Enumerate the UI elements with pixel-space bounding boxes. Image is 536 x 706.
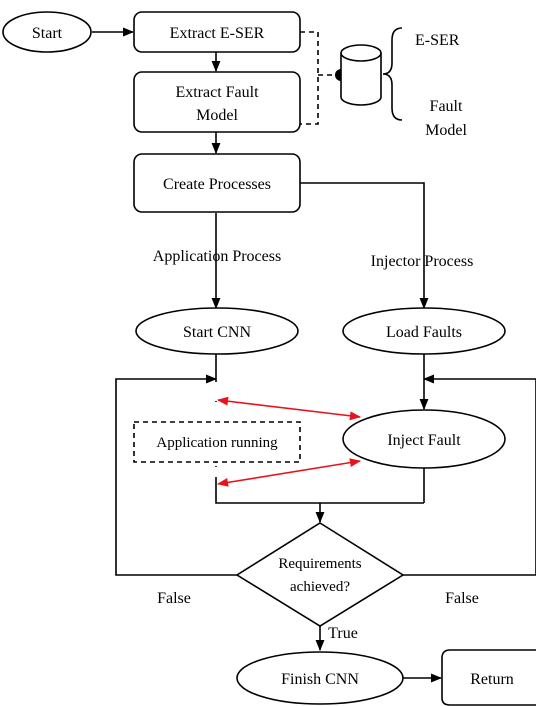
label-false-right: False: [445, 590, 479, 607]
svg-text:Inject Fault: Inject Fault: [387, 432, 461, 449]
node-extract-fault-model: Extract Fault Model: [133, 71, 301, 133]
svg-text:Requirements: Requirements: [278, 556, 361, 572]
svg-text:Create Processes: Create Processes: [163, 176, 271, 193]
node-requirements-decision: Requirements achieved?: [235, 522, 405, 627]
node-create-processes: Create Processes: [133, 153, 301, 213]
svg-text:Start CNN: Start CNN: [183, 324, 251, 341]
storage-brace-icon: [382, 27, 403, 121]
label-true: True: [328, 625, 358, 642]
svg-text:Model: Model: [196, 107, 238, 124]
node-extract-eser: Extract E-SER: [133, 11, 301, 53]
node-inject-fault: Inject Fault: [342, 409, 506, 469]
svg-text:Start: Start: [32, 25, 63, 42]
storage-label-model: Model: [425, 122, 467, 139]
node-start-cnn: Start CNN: [135, 307, 299, 355]
node-start: Start: [2, 11, 92, 53]
svg-text:Finish CNN: Finish CNN: [281, 671, 359, 688]
storage-cylinder-icon: [340, 44, 382, 106]
node-load-faults: Load Faults: [342, 307, 506, 355]
storage-label-eser: E-SER: [415, 32, 460, 49]
edge-false-left-loop: [115, 374, 237, 576]
svg-text:Load Faults: Load Faults: [386, 324, 462, 341]
svg-text:achieved?: achieved?: [290, 579, 350, 595]
node-finish-cnn: Finish CNN: [236, 651, 404, 705]
app-line-bottom: [215, 477, 424, 504]
storage-label-fault: Fault: [430, 98, 463, 115]
node-return: Return: [441, 649, 536, 706]
svg-text:Extract E-SER: Extract E-SER: [170, 25, 265, 42]
label-application-process: Application Process: [153, 248, 281, 265]
edge-create-to-load-faults: [300, 182, 429, 310]
svg-text:Application running: Application running: [156, 435, 278, 451]
dashed-link-to-storage: [300, 31, 341, 125]
svg-text:Extract Fault: Extract Fault: [175, 84, 259, 101]
edge-false-right-loop: [403, 374, 536, 576]
label-false-left: False: [157, 590, 191, 607]
red-sync-arrow-bottom: [216, 458, 362, 487]
node-application-running: Application running: [133, 421, 301, 463]
red-sync-arrow-top: [216, 396, 362, 421]
label-injector-process: Injector Process: [371, 253, 474, 270]
svg-text:Return: Return: [470, 671, 514, 688]
